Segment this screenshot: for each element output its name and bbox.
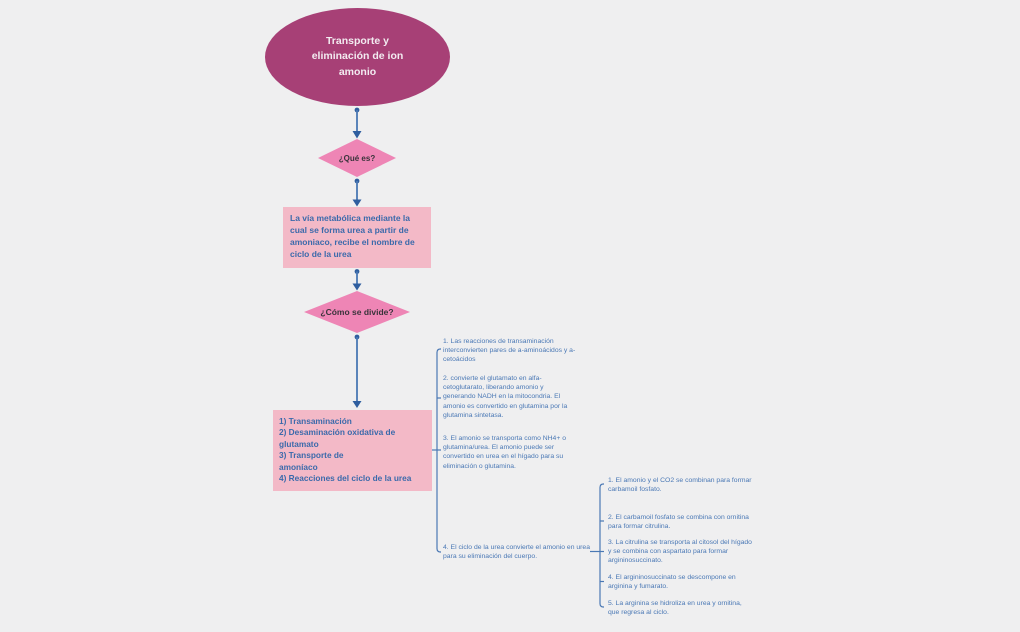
- question-node-que-es: ¿Qué es?: [318, 139, 396, 177]
- question-node-como-se-divide-label: ¿Cómo se divide?: [320, 307, 394, 317]
- definition-node: La vía metabólica mediante la cual se fo…: [283, 207, 431, 268]
- bracket-division-to-branch1: [432, 348, 441, 553]
- branch1-note-transporte: 3. El amonio se transporta como NH4+ o g…: [443, 435, 566, 470]
- branch2-note-hidrolisis: 5. La arginina se hidroliza en urea y or…: [608, 600, 742, 617]
- branch2-note-argininosuccinato: 3. La citrulina se transporta al citosol…: [608, 539, 752, 565]
- question-node-que-es-label: ¿Qué es?: [338, 153, 376, 163]
- branch1-note-ciclo-urea: 4. El ciclo de la urea convierte el amon…: [443, 544, 590, 561]
- branch2-note-citrulina: 2. El carbamoil fosfato se combina con o…: [608, 514, 749, 531]
- root-node-ellipse: Transporte y eliminación de ion amonio: [265, 8, 450, 106]
- arrow-q1-to-definition: [352, 178, 362, 207]
- definition-node-text: La vía metabólica mediante la cual se fo…: [290, 213, 415, 259]
- arrow-title-to-q1: [352, 107, 362, 139]
- branch2-note-carbamoil-fosfato: 1. El amonio y el CO2 se combinan para f…: [608, 477, 752, 494]
- branch1-note-transaminacion: 1. Las reacciones de transaminación inte…: [443, 338, 576, 364]
- branch2-note-arginina-fumarato: 4. El argininosuccinato se descompone en…: [608, 574, 736, 591]
- branch1-note-desaminacion: 2. convierte el glutamato en alfa-cetogl…: [443, 375, 568, 419]
- arrow-definition-to-q2: [352, 269, 362, 291]
- arrow-q2-to-division: [352, 334, 362, 408]
- question-node-como-se-divide: ¿Cómo se divide?: [304, 291, 410, 333]
- root-node-title: Transporte y eliminación de ion amonio: [311, 35, 404, 78]
- division-list-node: 1) Transaminación 2) Desaminación oxidat…: [273, 410, 432, 491]
